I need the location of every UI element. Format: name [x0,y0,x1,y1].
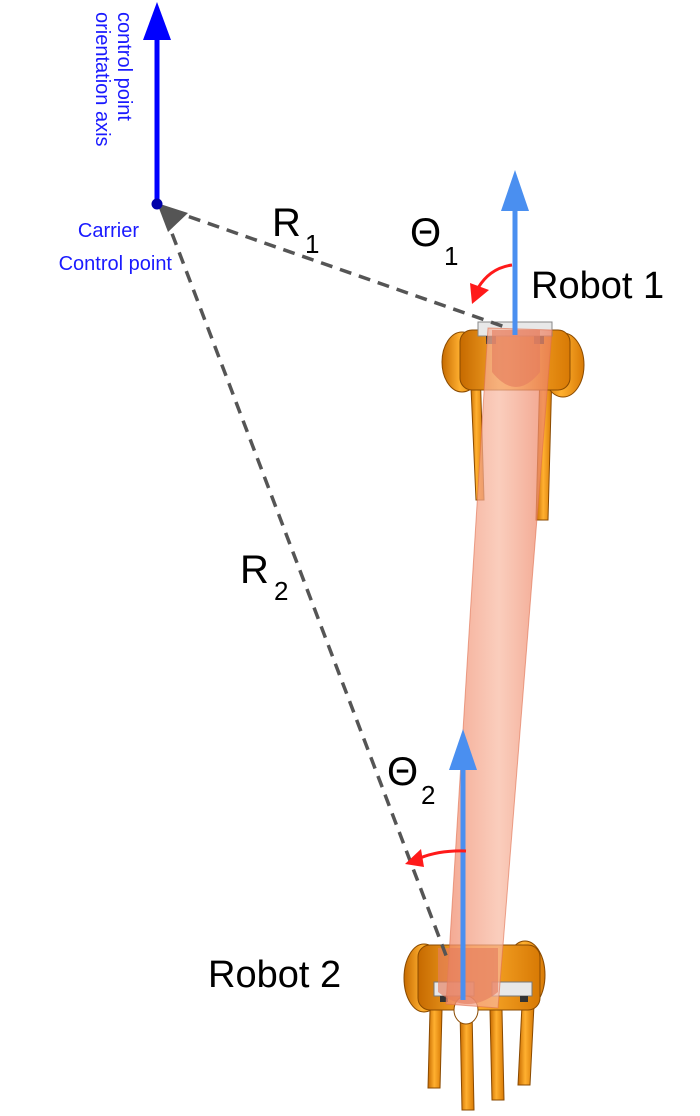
theta-1-subscript: 1 [444,241,458,271]
theta-1-arrow [470,263,513,304]
r2-letter: R [240,548,269,592]
beam-end-bottom [438,948,498,1004]
theta-2-arrow [405,849,467,867]
theta-2-letter: Θ [387,750,418,794]
robot-2-label: Robot 2 [208,954,341,996]
axis-label-line1: control point [113,12,135,121]
robot-1-axis [501,170,529,335]
control-axis-arrowhead [143,2,171,40]
theta-2-label: Θ 2 [387,750,435,810]
robot-1-label: Robot 1 [531,265,664,307]
axis-label-line2: orientation axis [91,12,113,147]
carrier-beam [445,327,553,1009]
robot-2-axis-arrowhead [449,729,477,770]
carrier-label-line1: Carrier [78,220,139,242]
r2-subscript: 2 [274,576,288,606]
beam-end-top [492,330,540,387]
r2-line [163,214,449,959]
theta-2-subscript: 2 [421,780,435,810]
theta-1-label: Θ 1 [410,211,458,271]
axis-label: control point orientation axis [91,12,135,147]
control-point-dot [151,198,163,210]
r1-subscript: 1 [305,229,319,259]
r1-label: R 1 [272,201,319,259]
robot-2-axis [449,729,477,1000]
theta-1-letter: Θ [410,211,441,255]
control-axis [143,2,171,210]
r-arrowhead [157,203,188,232]
dashed-lines [157,203,506,959]
robot-1-axis-arrowhead [501,170,529,211]
r2-label: R 2 [240,548,288,606]
r1-letter: R [272,201,301,245]
carrier-label-line2: Control point [59,253,173,275]
